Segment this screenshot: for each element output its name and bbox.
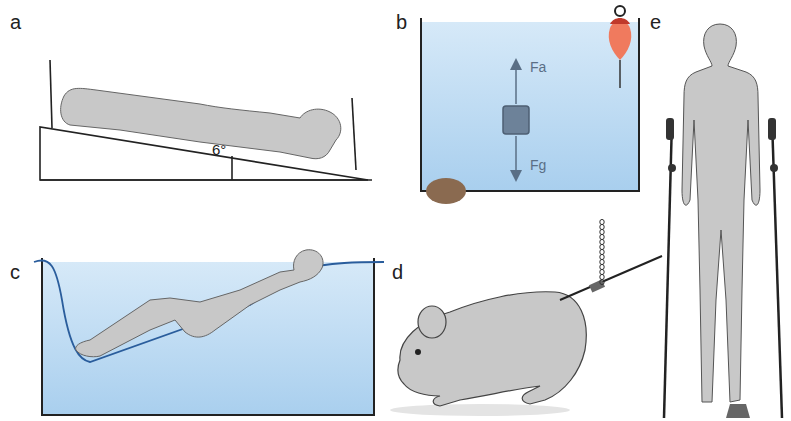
- buoy: [609, 6, 632, 88]
- force-label: Fa: [530, 60, 546, 74]
- standing-person: [664, 24, 782, 418]
- panel-letter: a: [10, 12, 21, 32]
- force-label: Fg: [530, 158, 546, 172]
- submerged-cube: [503, 106, 529, 134]
- panel-letter: c: [10, 262, 20, 282]
- panel-letter: e: [650, 12, 661, 32]
- tilt-bed: [40, 60, 372, 180]
- immersion-tank: [34, 250, 384, 415]
- panel-letter: b: [396, 12, 407, 32]
- angle-label: 6°: [212, 142, 226, 157]
- lying-person: [61, 88, 341, 158]
- immersed-person: [76, 250, 323, 357]
- panel-letter: d: [392, 262, 403, 282]
- rock: [426, 178, 466, 204]
- water-tank: [421, 6, 639, 204]
- suspended-mouse: [390, 219, 662, 416]
